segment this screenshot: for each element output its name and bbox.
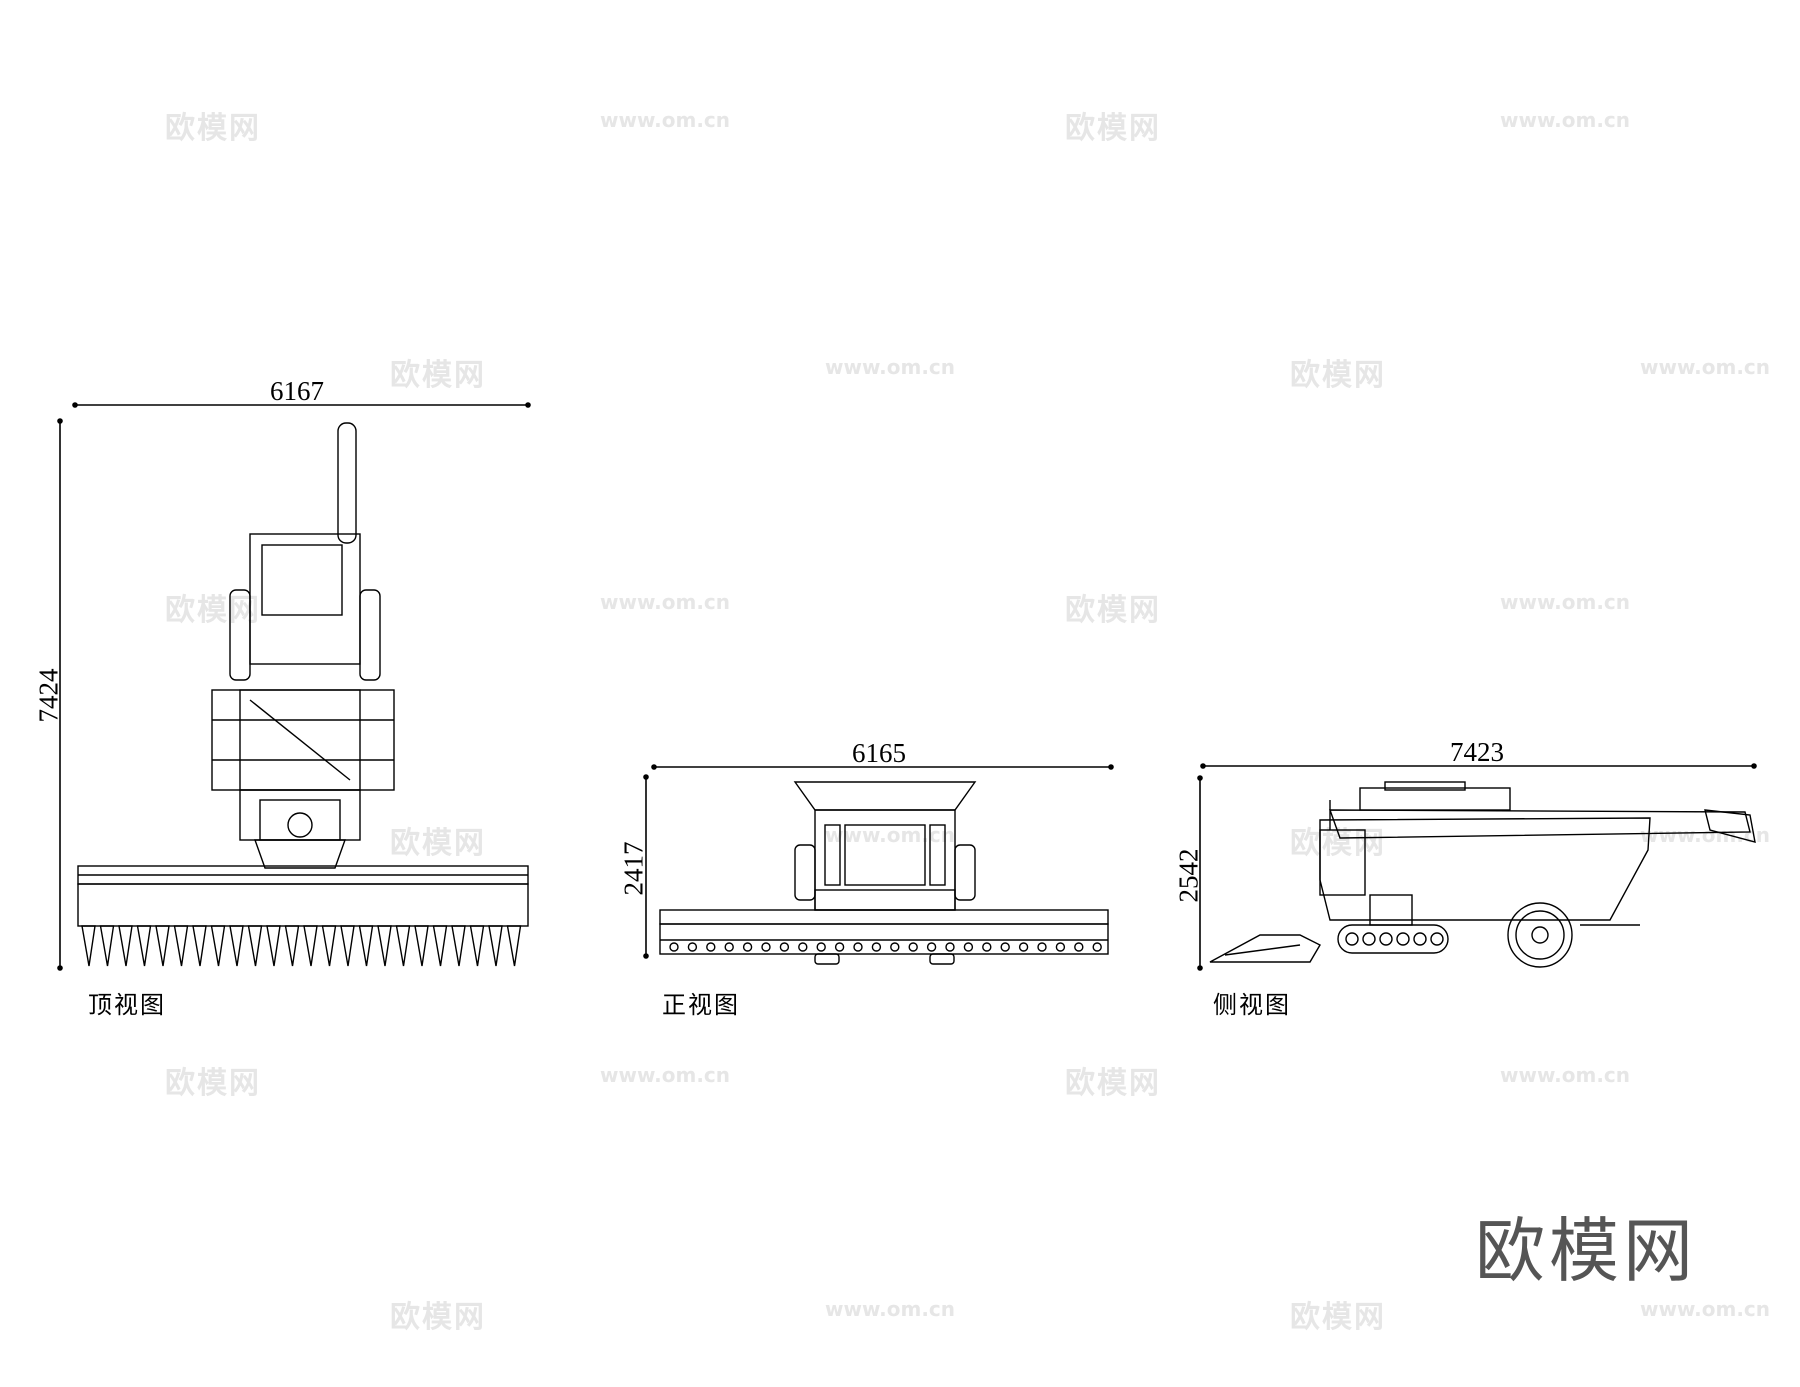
header-snout — [340, 925, 355, 967]
row-unit — [871, 942, 882, 952]
watermark-text: www.om.cn — [600, 108, 731, 132]
watermark-text: 欧模网 — [1290, 1300, 1386, 1335]
header-snout — [155, 925, 170, 967]
watermark-text: 欧模网 — [390, 358, 486, 393]
row-unit — [982, 942, 992, 952]
watermark-text: www.om.cn — [1640, 355, 1771, 379]
row-unit — [853, 942, 863, 952]
top-view-caption: 顶视图 — [88, 991, 166, 1019]
row-unit — [1055, 942, 1066, 952]
row-unit — [945, 942, 955, 952]
row-unit — [1000, 942, 1010, 952]
watermark-text: 欧模网 — [1290, 358, 1386, 393]
watermark-text: www.om.cn — [1640, 1297, 1771, 1321]
header-snout — [451, 925, 466, 967]
row-unit — [1037, 942, 1047, 952]
header-snout — [266, 925, 281, 967]
header-snout — [469, 925, 485, 967]
header-snout — [210, 925, 226, 967]
header-snout — [303, 925, 318, 967]
header-snout — [506, 925, 522, 967]
top-view-harvester — [77, 422, 529, 967]
header-snout — [358, 925, 374, 967]
side-view-harvester — [1209, 781, 1756, 968]
header-snout — [395, 925, 411, 967]
row-unit — [742, 942, 753, 952]
row-unit — [834, 942, 845, 952]
row-unit — [724, 942, 734, 952]
header-snout — [488, 925, 503, 967]
watermark-text: www.om.cn — [600, 590, 731, 614]
track-wheel — [1379, 932, 1393, 946]
header-snout — [247, 925, 263, 967]
row-unit — [687, 942, 698, 952]
watermark-text: www.om.cn — [825, 355, 956, 379]
header-snout — [136, 925, 152, 967]
watermark-text: 欧模网 — [390, 826, 486, 861]
watermark-text: www.om.cn — [1500, 108, 1631, 132]
watermark-text: 欧模网 — [1065, 111, 1161, 146]
header-snout — [284, 925, 300, 967]
watermark-text: 欧模网 — [390, 1300, 486, 1335]
header-snout — [414, 925, 429, 967]
front-height-dimension-line — [643, 774, 649, 959]
row-unit — [816, 942, 826, 952]
header-snout — [432, 925, 448, 967]
front-view-caption: 正视图 — [662, 991, 740, 1019]
row-unit — [779, 942, 790, 952]
top-width-dimension: 6167 — [270, 376, 324, 406]
watermark-text: www.om.cn — [825, 1297, 956, 1321]
row-unit — [908, 942, 918, 952]
header-snout — [192, 925, 207, 967]
row-unit — [706, 942, 716, 952]
watermark-text: www.om.cn — [600, 1063, 731, 1087]
row-unit — [1018, 942, 1029, 952]
row-unit — [926, 942, 937, 952]
watermark-text: 欧模网 — [165, 1066, 261, 1101]
track-wheel — [1362, 932, 1376, 946]
front-width-dimension-line — [651, 764, 1114, 770]
watermark-text: 欧模网 — [1065, 593, 1161, 628]
header-snout — [173, 925, 189, 967]
watermark-text: www.om.cn — [825, 823, 956, 847]
watermark-text: 欧模网 — [165, 111, 261, 146]
front-height-dimension: 2417 — [618, 841, 649, 896]
header-snout — [81, 925, 96, 967]
track-wheel — [1345, 932, 1359, 946]
row-unit — [798, 942, 808, 952]
top-width-dimension-line — [72, 402, 531, 408]
front-width-dimension: 6165 — [852, 738, 906, 768]
header-snout — [229, 925, 244, 967]
top-height-dimension-line — [57, 418, 63, 971]
front-view-harvester — [659, 781, 1109, 965]
side-height-dimension: 2542 — [1173, 848, 1204, 903]
side-width-dimension: 7423 — [1450, 737, 1504, 767]
track-wheel — [1430, 932, 1444, 946]
row-unit — [1092, 942, 1102, 952]
header-snout — [118, 925, 133, 967]
header-snout — [377, 925, 392, 967]
watermark-text: www.om.cn — [1500, 1063, 1631, 1087]
watermark-text: 欧模网 — [1290, 826, 1386, 861]
side-view-caption: 侧视图 — [1213, 991, 1291, 1019]
row-unit — [1074, 942, 1084, 952]
top-height-dimension: 7424 — [33, 668, 64, 723]
header-snout — [99, 925, 115, 967]
row-unit — [890, 942, 900, 952]
watermark-text: 欧模网 — [165, 593, 261, 628]
track-wheel — [1396, 932, 1410, 946]
brand-watermark-large: 欧模网 — [1475, 1210, 1697, 1292]
side-height-dimension-line — [1197, 775, 1203, 971]
row-unit — [669, 942, 679, 952]
row-unit — [963, 942, 974, 952]
header-snout — [321, 925, 337, 967]
side-width-dimension-line — [1200, 763, 1757, 769]
watermark-text: www.om.cn — [1500, 590, 1631, 614]
watermark-text: 欧模网 — [1065, 1066, 1161, 1101]
row-unit — [761, 942, 771, 952]
track-wheel — [1413, 932, 1427, 946]
